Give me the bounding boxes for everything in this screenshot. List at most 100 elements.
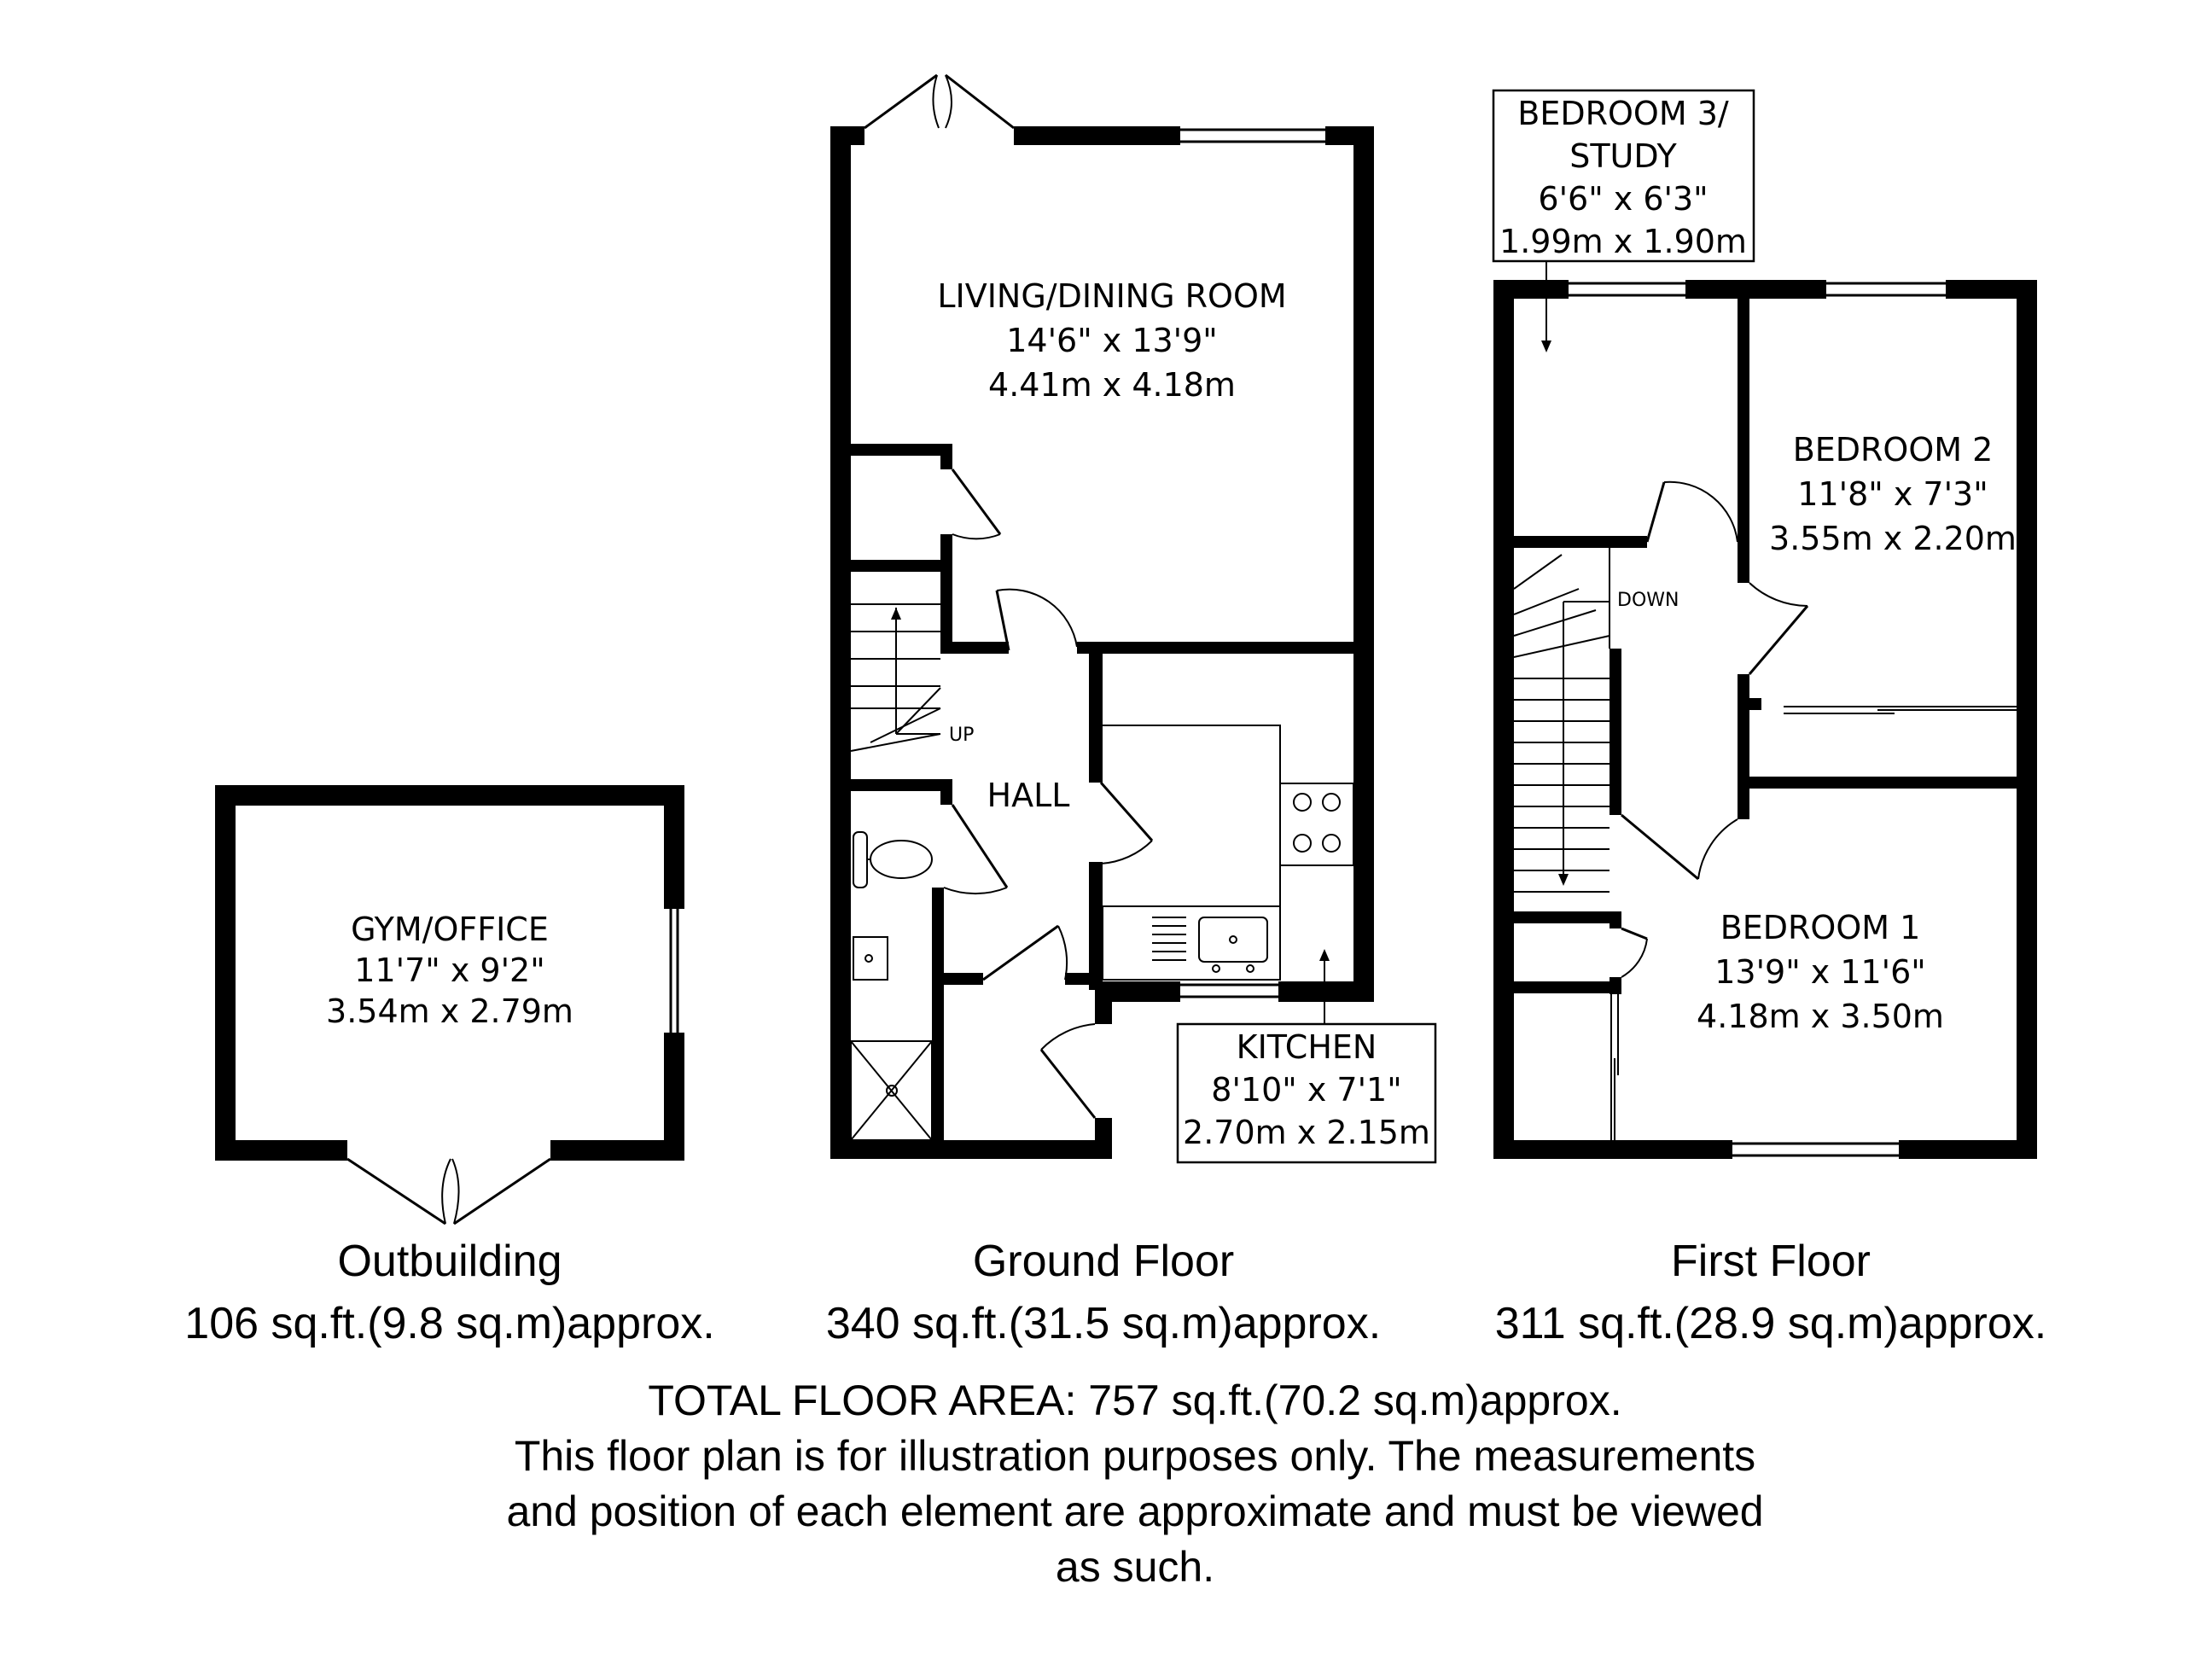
radiator-icon — [1152, 917, 1186, 961]
bedroom3-label-box — [1492, 89, 1755, 263]
ground-wall-left — [830, 126, 851, 1159]
door-icon — [1748, 582, 1809, 675]
first-wall-bed2-corner — [1749, 698, 1761, 710]
window-icon — [1826, 282, 1946, 297]
stairs-down-label: DOWN — [1617, 590, 1679, 611]
ground-wall-kitchen-left-lower — [1089, 862, 1103, 990]
sliding-wardrobe-icon — [1784, 706, 2017, 714]
first-wall-cupboard-top — [1493, 911, 1613, 923]
door-icon — [943, 804, 1009, 895]
ground-wall-porch-top-right — [1065, 973, 1099, 985]
first-wall-bed3-right — [1738, 280, 1749, 544]
label-pointer-arrow — [1541, 261, 1551, 352]
first-wall-top-right — [1946, 280, 2035, 299]
staircase-icon — [850, 603, 941, 752]
ground-wall-wc-top — [830, 779, 952, 791]
outbuilding-wall-left — [215, 785, 236, 1161]
window-icon — [669, 909, 679, 1033]
ground-wall-cupboard-right — [940, 444, 952, 469]
room-size-imperial-bedroom-1: 13'9" x 11'6" — [1714, 953, 1926, 991]
disclaimer-line-1: This floor plan is for illustration purp… — [515, 1432, 1755, 1480]
room-name-kitchen: KITCHEN — [1237, 1028, 1377, 1066]
room-size-metric-kitchen: 2.70m x 2.15m — [1183, 1114, 1430, 1151]
room-size-imperial-living-dining: 14'6" x 13'9" — [1006, 322, 1218, 359]
room-size-metric-gym-office: 3.54m x 2.79m — [326, 992, 573, 1030]
first-wall-bed2-joint — [1738, 698, 1749, 708]
ground-floor-plan: UP — [830, 73, 1437, 1164]
ground-wall-hall-top — [940, 642, 1009, 654]
door-icon — [1621, 813, 1738, 881]
room-name-hall: HALL — [987, 777, 1070, 814]
ground-wall-top-mid — [1014, 126, 1180, 145]
ground-wall-porch-top — [932, 973, 983, 985]
first-wall-left — [1493, 280, 1514, 1159]
floor-area-outbuilding: 106 sq.ft.(9.8 sq.m)approx. — [184, 1299, 714, 1348]
disclaimer-line-3: as such. — [1056, 1543, 1214, 1591]
window-icon — [1180, 983, 1278, 998]
ground-wall-porch-post — [1095, 1118, 1112, 1159]
outbuilding-wall-right-upper — [664, 785, 684, 909]
door-icon — [1621, 927, 1648, 978]
room-name-study: STUDY — [1569, 137, 1677, 175]
shower-icon — [850, 1040, 933, 1141]
outbuilding-wall-bottom-right — [550, 1140, 684, 1161]
window-icon — [1180, 128, 1325, 143]
room-name-bedroom-1: BEDROOM 1 — [1720, 909, 1921, 946]
room-size-imperial-kitchen: 8'10" x 7'1" — [1211, 1071, 1401, 1109]
first-wall-bottom-left — [1493, 1140, 1732, 1159]
door-icon — [995, 588, 1078, 651]
door-icon — [1099, 782, 1154, 864]
first-wall-bottom-right — [1899, 1140, 2037, 1159]
ground-wall-bottom — [830, 1140, 1112, 1159]
outbuilding-plan: GYM/OFFICE 11'7" x 9'2" 3.54m x 2.79m — [215, 785, 684, 1225]
ground-wall-right — [1353, 126, 1374, 1001]
first-wall-top-mid — [1685, 280, 1826, 299]
floor-name-outbuilding: Outbuilding — [337, 1237, 562, 1286]
stairs-up-label: UP — [949, 725, 974, 746]
room-name-bedroom-3: BEDROOM 3/ — [1517, 95, 1729, 132]
first-wall-right — [2017, 280, 2037, 1159]
room-name-bedroom-2: BEDROOM 2 — [1793, 431, 1994, 469]
outbuilding-wall-right-lower — [664, 1033, 684, 1161]
ground-wall-cupboard-top — [830, 444, 946, 456]
first-wall-stairs-right — [1610, 649, 1621, 815]
double-door-icon — [864, 73, 1015, 130]
window-icon — [1732, 1142, 1899, 1157]
room-size-metric-living-dining: 4.41m x 4.18m — [988, 366, 1236, 404]
door-icon — [1645, 480, 1738, 543]
ground-wall-kitchen-bottom-left — [1095, 981, 1180, 1002]
double-door-icon — [346, 1157, 551, 1225]
door-icon — [982, 924, 1068, 981]
sliding-wardrobe-icon — [1610, 994, 1619, 1140]
outbuilding-wall-top — [215, 785, 684, 806]
room-name-gym-office: GYM/OFFICE — [351, 911, 549, 948]
total-floor-area: TOTAL FLOOR AREA: 757 sq.ft.(70.2 sq.m)a… — [648, 1377, 1621, 1424]
room-size-metric-bedroom-1: 4.18m x 3.50m — [1697, 998, 1944, 1035]
door-icon — [951, 469, 1002, 540]
first-wall-wardrobe-right — [1610, 977, 1621, 994]
ground-wall-kitchen-left — [1089, 642, 1103, 783]
door-icon — [1039, 1023, 1097, 1119]
label-pointer-arrow — [1319, 949, 1330, 1024]
first-floor-plan: DOWN BEDROOM 3/ STUDY 6'6" x 6'3" 1.99m … — [1492, 89, 2037, 1159]
floor-area-first: 311 sq.ft.(28.9 sq.m)approx. — [1495, 1299, 2046, 1348]
room-size-imperial-bedroom-3: 6'6" x 6'3" — [1538, 180, 1708, 218]
floor-name-ground: Ground Floor — [973, 1237, 1234, 1286]
hob-icon — [1293, 793, 1341, 853]
ground-wall-wc-right — [940, 779, 952, 805]
first-wall-bed3-bottom — [1493, 536, 1647, 548]
ground-wall-stairs-right — [940, 560, 952, 649]
room-name-living-dining: LIVING/DINING ROOM — [937, 277, 1286, 315]
first-wall-bed1-top — [1738, 777, 2037, 789]
first-wall-cupboard-right — [1610, 911, 1621, 928]
floor-area-ground: 340 sq.ft.(31.5 sq.m)approx. — [826, 1299, 1381, 1348]
first-wall-wardrobe-top — [1493, 981, 1613, 993]
ground-wall-kitchen-bottom-right — [1278, 981, 1374, 1002]
window-icon — [1569, 282, 1685, 297]
kitchen-counter — [1102, 906, 1281, 981]
floor-name-first: First Floor — [1671, 1237, 1871, 1286]
outbuilding-wall-bottom-left — [215, 1140, 347, 1161]
worktop-outline — [1103, 725, 1354, 907]
ground-wall-stairs-top — [830, 560, 952, 572]
